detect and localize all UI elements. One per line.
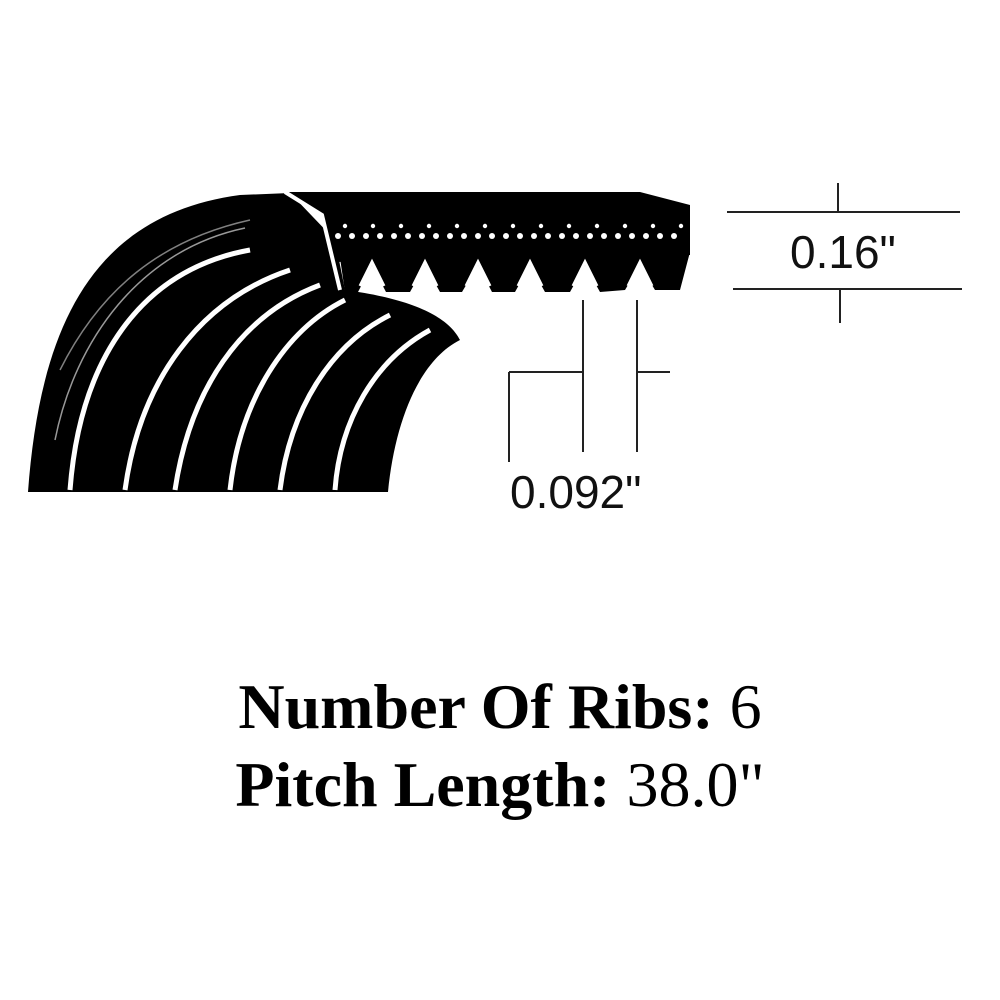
belt-specifications: Number Of Ribs: 6 Pitch Length: 38.0" <box>0 668 1000 824</box>
belt-cross-section <box>283 190 690 292</box>
rib-groove <box>122 267 291 491</box>
pitch-length-value: 38.0" <box>626 749 765 820</box>
belt-diagram: 0.16" 0.092" <box>28 183 962 518</box>
rib-groove <box>172 282 321 491</box>
height-dimension-label: 0.16" <box>790 226 896 278</box>
rib-groove <box>67 247 251 491</box>
rib-groove <box>332 327 432 491</box>
pitch-length-spec: Pitch Length: 38.0" <box>0 746 1000 824</box>
rib-pitch-dimension-label: 0.092" <box>510 466 641 518</box>
ribs <box>340 252 690 292</box>
ribs-label: Number Of Ribs: <box>238 671 714 742</box>
rib-groove <box>227 297 347 491</box>
ribs-spec: Number Of Ribs: 6 <box>0 668 1000 746</box>
pitch-length-label: Pitch Length: <box>235 749 611 820</box>
height-dimension <box>727 183 962 323</box>
belt-curved-section <box>28 193 460 492</box>
rib-pitch-dimension <box>508 300 670 462</box>
ribs-value: 6 <box>729 671 762 742</box>
rib-groove <box>277 312 392 491</box>
tension-cords <box>335 223 684 239</box>
